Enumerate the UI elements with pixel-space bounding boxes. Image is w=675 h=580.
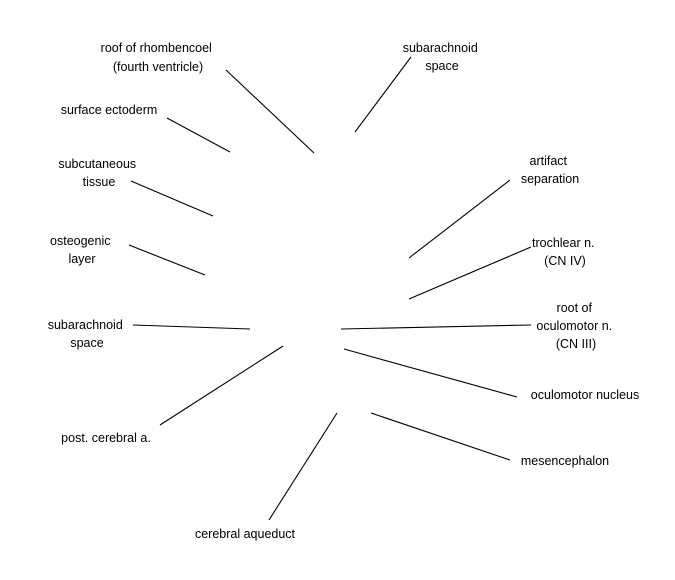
label-artifact-separation: artifact separation [521,154,579,186]
label-trochlear-line2: (CN IV) [544,254,586,268]
leader-line-trochlear-nerve [408,246,532,300]
leader-line-surface-ectoderm [166,117,231,153]
label-root-line3: (CN III) [556,337,596,351]
label-subcutaneous-line1: subcutaneous [58,157,136,171]
label-root-line2: oculomotor n. [536,319,612,333]
leader-lines [128,56,532,521]
label-roof-of-rhombencoel: roof of rhombencoel (fourth ventricle) [101,41,216,74]
label-artifact-line2: separation [521,172,579,186]
leader-line-subarachnoid-space-left [132,324,251,330]
label-surface-ectoderm-text: surface ectoderm [61,103,158,117]
label-mesencephalon: mesencephalon [521,454,609,468]
label-cerebral-aqueduct-text: cerebral aqueduct [195,527,296,541]
label-cerebral-aqueduct: cerebral aqueduct [195,527,296,541]
label-trochlear-nerve: trochlear n. (CN IV) [532,236,598,268]
label-roof-line1: roof of rhombencoel [101,41,212,55]
label-osteogenic-line2: layer [68,252,95,266]
label-subarachnoid-top-line2: space [425,59,458,73]
label-root-line1: root of [557,301,593,315]
label-post-cerebral-text: post. cerebral a. [61,431,151,445]
leader-line-oculomotor-nucleus [343,348,518,398]
label-osteogenic-layer: osteogenic layer [50,234,114,266]
label-surface-ectoderm: surface ectoderm [61,103,158,117]
label-oculomotor-nucleus-text: oculomotor nucleus [531,388,639,402]
leader-line-artifact-separation [408,179,511,259]
label-oculomotor-nucleus: oculomotor nucleus [531,388,639,402]
labels: roof of rhombencoel (fourth ventricle) s… [48,41,639,541]
label-post-cerebral-artery: post. cerebral a. [61,431,151,445]
leader-line-post-cerebral-artery [159,345,284,426]
leader-line-osteogenic-layer [128,244,206,276]
leader-line-mesencephalon [370,412,511,461]
label-roof-line2: (fourth ventricle) [113,60,203,74]
label-subarachnoid-left-line1: subarachnoid [48,318,123,332]
leader-line-subcutaneous-tissue [130,180,214,217]
label-root-of-oculomotor-nerve: root of oculomotor n. (CN III) [536,301,615,351]
label-subarachnoid-top-line1: subarachnoid [403,41,478,55]
leader-line-cerebral-aqueduct [268,412,338,521]
label-subcutaneous-tissue: subcutaneous tissue [58,157,139,189]
label-subarachnoid-space-left: subarachnoid space [48,318,127,350]
label-subarachnoid-left-line2: space [70,336,103,350]
leader-line-roof-of-rhombencoel [225,69,315,154]
label-trochlear-line1: trochlear n. [532,236,595,250]
label-subarachnoid-space-top: subarachnoid space [403,41,482,73]
label-subcutaneous-line2: tissue [83,175,116,189]
label-osteogenic-line1: osteogenic [50,234,110,248]
label-artifact-line1: artifact [530,154,568,168]
leader-line-subarachnoid-space-top [354,56,412,133]
label-mesencephalon-text: mesencephalon [521,454,609,468]
leader-line-root-of-oculomotor-nerve [340,324,532,330]
